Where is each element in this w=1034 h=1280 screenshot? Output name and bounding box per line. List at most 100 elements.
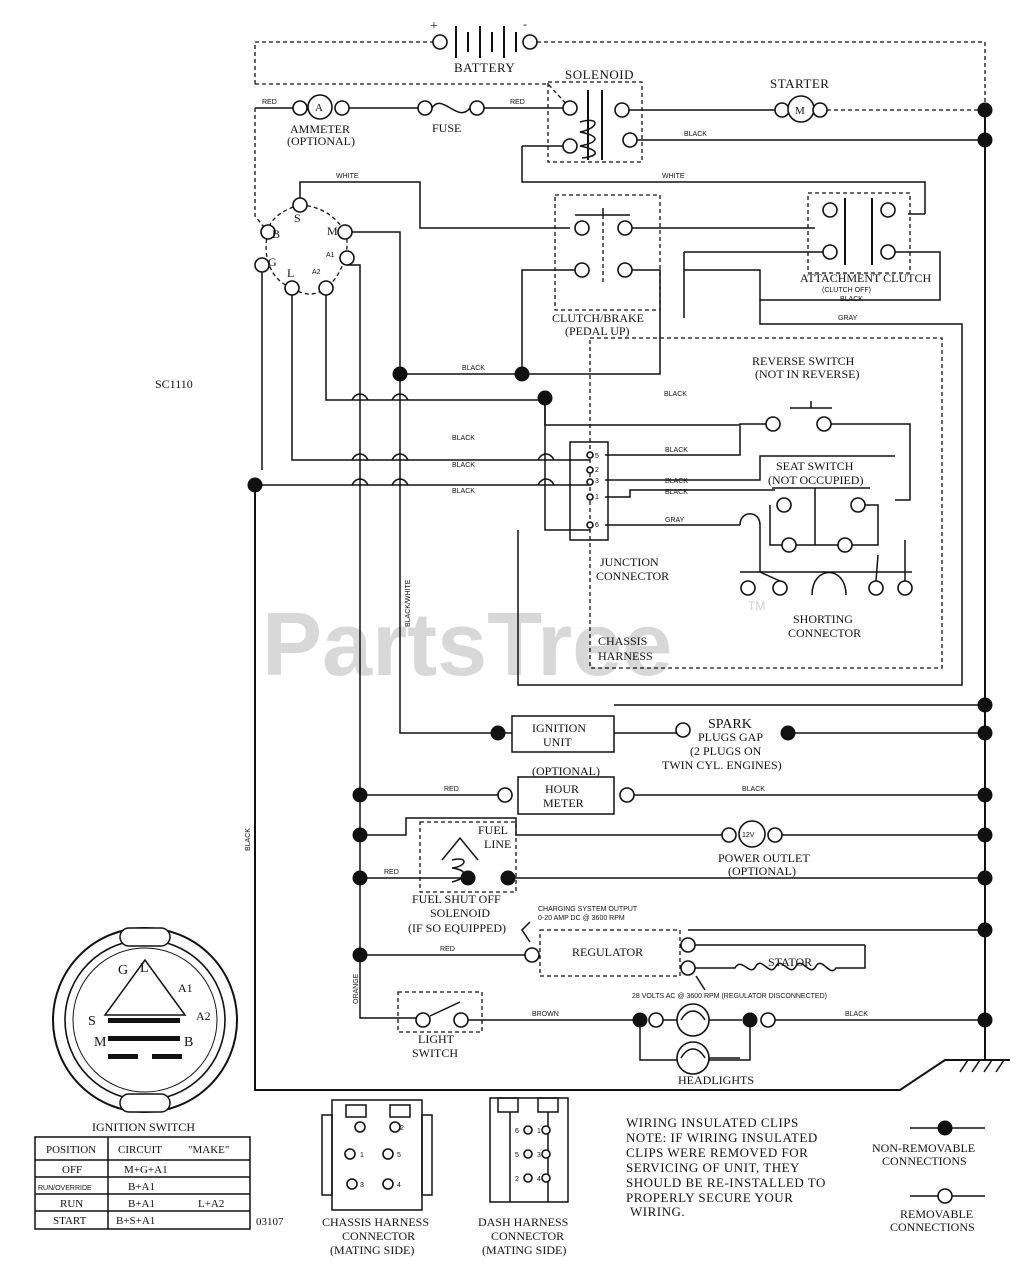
svg-text:CONNECTOR: CONNECTOR [788,626,861,640]
svg-text:(NOT OCCUPIED): (NOT OCCUPIED) [768,473,863,487]
ground-symbol [959,1059,1010,1073]
svg-text:G: G [118,963,128,978]
power-outlet: 12V POWER OUTLET (OPTIONAL) [360,817,985,878]
svg-text:A: A [315,102,323,114]
svg-text:RED: RED [444,786,459,793]
solenoid: SOLENOID BLACK WHITE [521,67,985,214]
svg-text:BLACK: BLACK [840,296,863,303]
svg-text:WIRING INSULATED CLIPS: WIRING INSULATED CLIPS [626,1115,799,1130]
connection-legend: NON-REMOVABLE CONNECTIONS REMOVABLE CONN… [872,1120,985,1234]
svg-text:2: 2 [595,467,599,474]
svg-text:RED: RED [262,99,277,106]
svg-text:BLACK: BLACK [452,488,475,495]
svg-text:UNIT: UNIT [543,735,572,749]
svg-text:-: - [523,17,527,31]
svg-text:A2: A2 [312,269,321,276]
svg-text:WHITE: WHITE [662,173,685,180]
starter: M STARTER [642,76,986,1060]
svg-text:SERVICING OF UNIT, THEY: SERVICING OF UNIT, THEY [626,1160,800,1175]
svg-text:4: 4 [537,1176,541,1183]
svg-text:STATOR: STATOR [768,955,812,969]
svg-text:FUEL SHUT OFF: FUEL SHUT OFF [412,892,501,906]
svg-text:(OPTIONAL): (OPTIONAL) [287,134,355,148]
svg-text:CLIPS WERE REMOVED FOR: CLIPS WERE REMOVED FOR [626,1145,808,1160]
svg-text:CHASSIS: CHASSIS [598,634,647,648]
watermark: PartsTree [262,595,672,695]
svg-text:CONNECTIONS: CONNECTIONS [882,1154,967,1168]
svg-text:SWITCH: SWITCH [412,1046,458,1060]
svg-text:BLACK: BLACK [245,828,252,851]
svg-text:IGNITION SWITCH: IGNITION SWITCH [92,1120,195,1134]
clutch-brake-switch: CLUTCH/BRAKE (PEDAL UP) [521,194,815,375]
fuel-shutoff-solenoid: RED FUEL LINE FUEL SHUT OFF SOLENOID (IF… [360,821,985,935]
svg-text:BROWN: BROWN [532,1011,559,1018]
svg-text:GRAY: GRAY [838,315,858,322]
battery: + - BATTERY [254,17,986,109]
svg-text:REGULATOR: REGULATOR [572,945,643,959]
svg-text:CHASSIS HARNESS: CHASSIS HARNESS [322,1215,429,1229]
svg-text:M: M [94,1035,107,1050]
ignition-unit: IGNITION UNIT SPARK PLUGS GAP (2 PLUGS O… [498,704,985,772]
svg-text:METER: METER [543,796,584,810]
svg-text:BLACK: BLACK [742,786,765,793]
svg-text:(PEDAL UP): (PEDAL UP) [565,324,630,338]
watermark-tm: TM [748,599,765,613]
light-switch: BROWN LIGHT SWITCH [397,991,640,1060]
svg-text:S: S [88,1014,96,1029]
ignition-terminals: S M B G L A1 A2 SC1110 [155,197,355,391]
svg-text:SOLENOID: SOLENOID [430,906,490,920]
svg-text:28 VOLTS AC @ 3600 RPM (REGULA: 28 VOLTS AC @ 3600 RPM (REGULATOR DISCON… [632,993,827,1000]
svg-text:CONNECTIONS: CONNECTIONS [890,1220,975,1234]
svg-text:L: L [140,961,149,976]
svg-text:SHORTING: SHORTING [793,612,853,626]
svg-text:G: G [268,255,277,269]
svg-text:SHOULD BE RE-INSTALLED TO: SHOULD BE RE-INSTALLED TO [626,1175,826,1190]
svg-text:0-20 AMP DC @ 3600 RPM: 0-20 AMP DC @ 3600 RPM [538,915,625,922]
svg-text:12V: 12V [742,832,755,839]
svg-text:2: 2 [515,1176,519,1183]
svg-text:L: L [287,266,294,280]
svg-text:BLACK: BLACK [665,478,688,485]
ignition-switch-face: G L A1 A2 S M B IGNITION SWITCH [52,927,238,1134]
svg-text:RUN: RUN [60,1198,83,1210]
svg-text:B+A1: B+A1 [128,1198,155,1210]
svg-text:(CLUTCH OFF): (CLUTCH OFF) [822,287,871,294]
svg-text:CHARGING SYSTEM OUTPUT: CHARGING SYSTEM OUTPUT [538,906,638,913]
svg-text:LIGHT: LIGHT [418,1032,455,1046]
doc-code: 03107 [256,1216,284,1228]
svg-text:ORANGE: ORANGE [353,973,360,1004]
svg-text:(OPTIONAL): (OPTIONAL) [532,764,600,778]
battery-label: BATTERY [454,60,515,75]
svg-text:A1: A1 [178,981,193,995]
svg-text:BLACK: BLACK [845,1011,868,1018]
svg-text:WIRING.: WIRING. [630,1204,685,1219]
svg-text:LINE: LINE [484,837,511,851]
svg-text:REVERSE SWITCH: REVERSE SWITCH [752,354,855,368]
svg-text:2: 2 [400,1125,404,1132]
svg-text:B+S+A1: B+S+A1 [116,1215,155,1227]
svg-text:B: B [272,227,280,241]
svg-text:1: 1 [595,494,599,501]
svg-text:+: + [430,19,438,34]
junction-connector: 5 2 3 1 6 JUNCTION CONNECTOR [569,441,669,583]
svg-text:"MAKE": "MAKE" [188,1144,229,1156]
svg-text:6: 6 [595,522,599,529]
svg-text:(MATING SIDE): (MATING SIDE) [482,1243,566,1257]
svg-text:PROPERLY SECURE YOUR: PROPERLY SECURE YOUR [626,1190,793,1205]
svg-text:RED: RED [510,99,525,106]
svg-text:CLUTCH/BRAKE: CLUTCH/BRAKE [552,311,644,325]
svg-text:6: 6 [515,1128,519,1135]
svg-text:BLACK: BLACK [684,131,707,138]
svg-text:(OPTIONAL): (OPTIONAL) [728,864,796,878]
svg-text:S: S [294,211,301,225]
svg-text:B: B [184,1035,193,1050]
svg-text:5: 5 [397,1152,401,1159]
ignition-switch-table: POSITION CIRCUIT "MAKE" OFF M+G+A1 RUN/O… [34,1136,284,1230]
svg-text:BLACK: BLACK [452,462,475,469]
hour-meter: RED BLACK (OPTIONAL) HOUR METER [360,764,985,815]
svg-text:M: M [327,224,338,238]
svg-text:RUN/OVERRIDE: RUN/OVERRIDE [38,1185,92,1192]
svg-text:NON-REMOVABLE: NON-REMOVABLE [872,1141,975,1155]
svg-text:WHITE: WHITE [336,173,359,180]
